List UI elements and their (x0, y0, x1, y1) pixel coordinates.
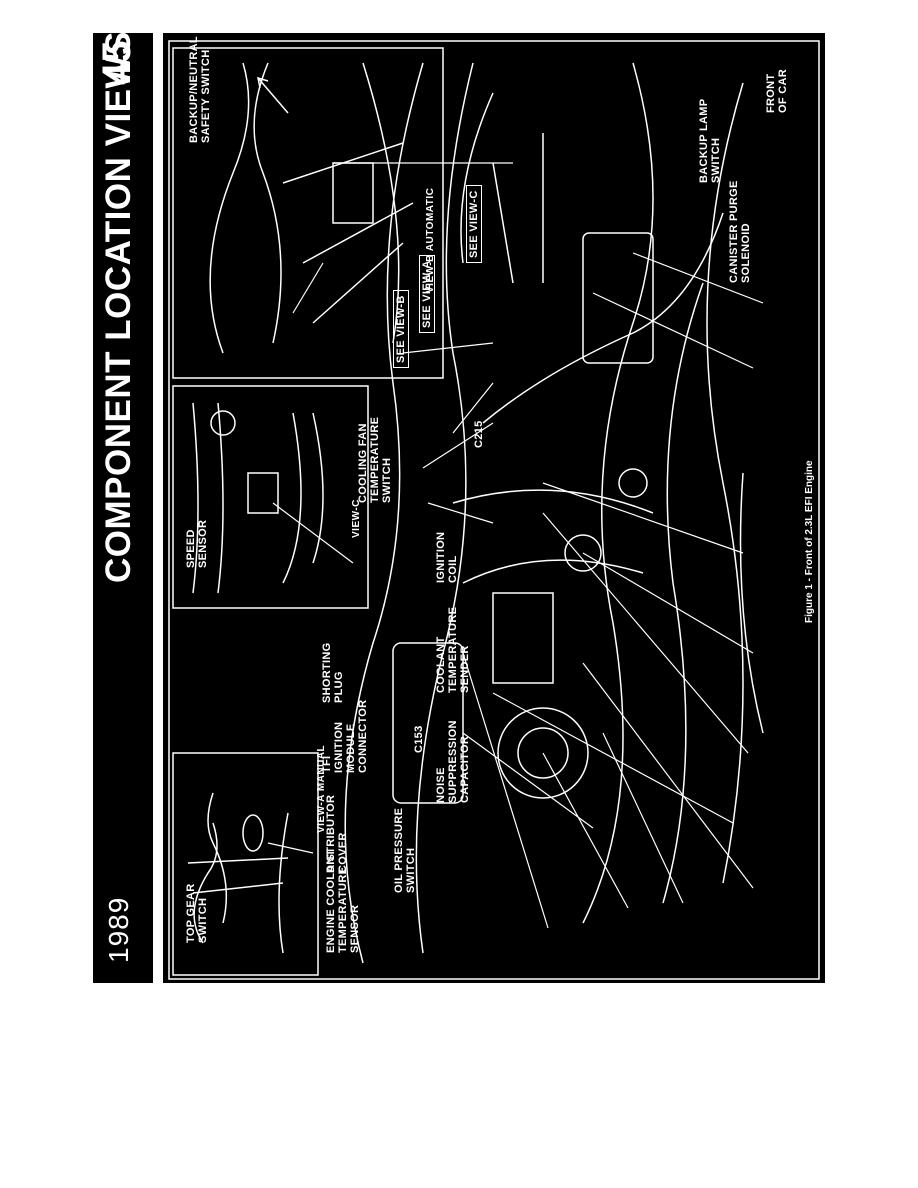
engine-outline (344, 62, 764, 964)
view-a-sketch (187, 792, 289, 954)
noise-capacitor-label: NOISE SUPPRESSION CAPACITOR (435, 720, 471, 803)
top-gear-switch-label: TOP GEAR SWITCH (185, 883, 209, 943)
model-year: 1989 (103, 896, 134, 963)
c215-label: C215 (473, 420, 485, 449)
oil-pressure-switch-label: OIL PRESSURE SWITCH (393, 807, 417, 893)
header-divider (153, 33, 163, 983)
backup-lamp-switch-label: BACKUP LAMP SWITCH (698, 98, 722, 183)
c153-label: C153 (413, 725, 425, 754)
rotated-diagram-plane: 1989 COMPONENT LOCATION VIEWS 45 (93, 31, 825, 983)
backup-neutral-switch-label: BACKUP/NEUTRAL SAFETY SWITCH (188, 36, 212, 143)
see-view-c-callout: SEE VIEW-C (466, 185, 482, 263)
speed-sensor-label: SPEED SENSOR (185, 519, 209, 568)
leader-lines (267, 162, 764, 929)
page-title: COMPONENT LOCATION VIEWS (99, 31, 138, 583)
distributor-cover-label: DISTRIBUTOR COVER (325, 794, 349, 873)
see-view-b-callout: SEE VIEW-B (393, 290, 409, 368)
canister-purge-label: CANISTER PURGE SOLENOID (728, 180, 752, 283)
ignition-coil-label: IGNITION COIL (435, 531, 459, 583)
tfi-connector-label: TFI IGNITION MODULE CONNECTOR (321, 699, 369, 773)
engine-illustration (168, 40, 820, 980)
figure-caption: Figure 1 - Front of 2.3L EFI Engine (804, 460, 815, 623)
front-of-car-label: FRONT OF CAR (765, 69, 789, 113)
view-b-frame (172, 47, 444, 379)
view-a-frame (172, 752, 319, 976)
front-of-car-arrow (257, 76, 289, 114)
view-c-frame (172, 385, 369, 609)
diagram-sheet: 1989 COMPONENT LOCATION VIEWS 45 (93, 31, 825, 983)
main-frame (168, 40, 820, 980)
view-c-label: VIEW-C (351, 499, 362, 538)
see-view-a-callout: SEE VIEW-A (419, 255, 435, 333)
page-number: 45 (95, 40, 139, 86)
view-b-sketch (209, 62, 414, 354)
view-c-sketch (192, 402, 324, 594)
shorting-plug-label: SHORTING PLUG (321, 642, 345, 703)
cooling-fan-switch-label: COOLING FAN TEMPERATURE SWITCH (357, 416, 393, 503)
coolant-sender-label: COOLANT TEMPERATURE SENDER (435, 606, 471, 693)
